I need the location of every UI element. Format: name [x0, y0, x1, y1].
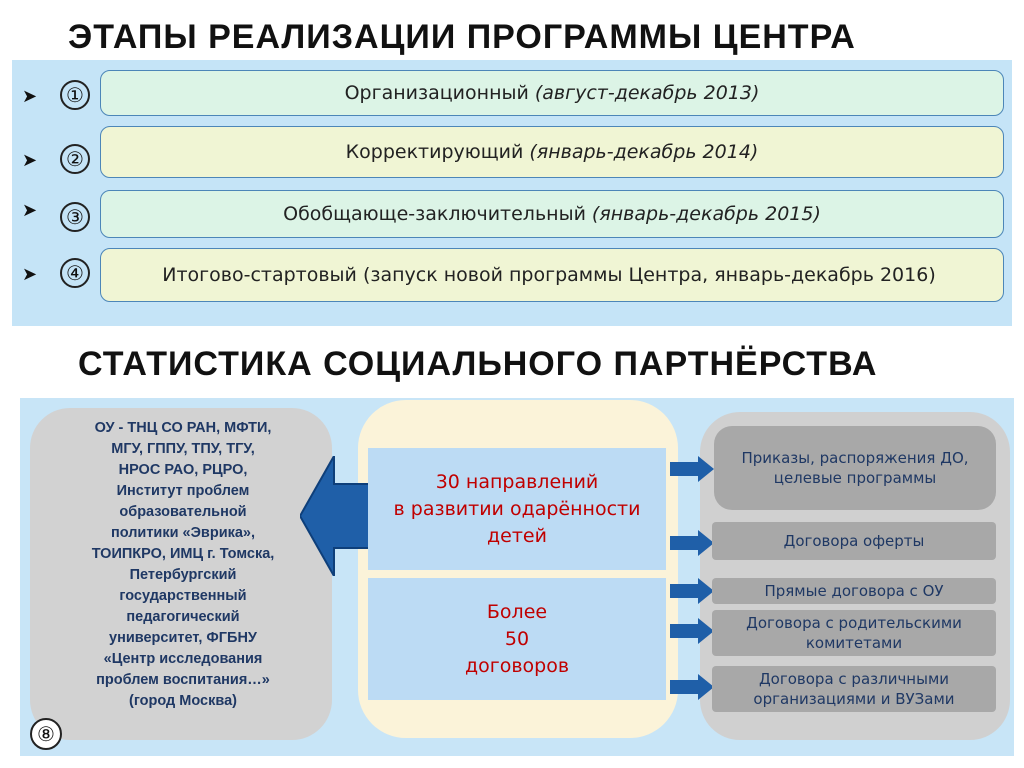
contracts-line: 50 — [504, 627, 530, 650]
stage-box-3: Обобщающе-заключительный(январь-декабрь … — [100, 190, 1004, 238]
orders-box: Приказы, распоряжения ДО, целевые програм… — [714, 426, 996, 510]
direct-contracts-box: Прямые договора с ОУ — [712, 578, 996, 604]
bullet-arrow-icon: ➤ — [22, 264, 38, 285]
partner-line: государственный — [119, 588, 247, 604]
partner-line: проблем воспитания…» — [96, 672, 270, 688]
right-arrow-icon — [670, 674, 714, 700]
stage-number-2: ② — [60, 144, 90, 174]
partner-line: политики «Эврика», — [110, 525, 256, 541]
stages-title: ЭТАПЫ РЕАЛИЗАЦИИ ПРОГРАММЫ ЦЕНТРА — [68, 18, 856, 56]
contracts-line: Более — [486, 600, 548, 623]
stage-number-3: ③ — [60, 202, 90, 232]
parent-committee-contracts-box: Договора с родительскими комитетами — [712, 610, 996, 656]
partner-line: НРОС РАО, РЦРО, — [118, 462, 248, 478]
stage-period: (январь-декабрь 2014) — [529, 141, 759, 163]
stage-box-4: Итогово-стартовый (запуск новой программ… — [100, 248, 1004, 302]
contracts-line: договоров — [464, 654, 570, 677]
contracts-count-box: Более 50 договоров — [368, 578, 666, 700]
org-contracts-line: организациями и ВУЗами — [753, 690, 955, 708]
right-arrow-icon — [670, 618, 714, 644]
stats-title: СТАТИСТИКА СОЦИАЛЬНОГО ПАРТНЁРСТВА — [78, 345, 878, 383]
direct-contracts-label: Прямые договора с ОУ — [764, 582, 944, 600]
bullet-arrow-icon: ➤ — [22, 150, 38, 171]
right-arrow-icon — [670, 530, 714, 556]
page-number: ⑧ — [30, 718, 62, 750]
offer-contracts-box: Договора оферты — [712, 522, 996, 560]
partner-line: МГУ, ГППУ, ТПУ, ТГУ, — [111, 441, 255, 457]
stage-label: Обобщающе-заключительный — [283, 203, 586, 225]
left-arrow-icon — [300, 456, 370, 576]
offer-contracts-label: Договора оферты — [783, 532, 925, 550]
partner-line: Институт проблем — [116, 483, 250, 499]
partner-line: «Центр исследования — [103, 651, 263, 667]
partner-line: педагогический — [126, 609, 240, 625]
stage-label: Корректирующий — [345, 141, 524, 163]
directions-box: 30 направлений в развитии одарённости де… — [368, 448, 666, 570]
directions-line: в развитии одарённости — [393, 497, 641, 520]
stage-number-1: ① — [60, 80, 90, 110]
organization-contracts-box: Договора с различными организациями и ВУЗ… — [712, 666, 996, 712]
stage-label: Итогово-стартовый (запуск новой программ… — [162, 264, 936, 286]
stage-number-4: ④ — [60, 258, 90, 288]
partners-list: ОУ - ТНЦ СО РАН, МФТИ, МГУ, ГППУ, ТПУ, Т… — [40, 418, 326, 712]
right-arrow-icon — [670, 578, 714, 604]
parent-contracts-line: Договора с родительскими — [746, 614, 962, 632]
partner-line: Петербургский — [129, 567, 237, 583]
orders-line: целевые программы — [773, 469, 937, 487]
partners-panel — [30, 408, 332, 740]
partner-line: ТОИПКРО, ИМЦ г. Томска, — [91, 546, 275, 562]
orders-line: Приказы, распоряжения ДО, — [741, 449, 969, 467]
stage-period: (август-декабрь 2013) — [534, 82, 760, 104]
partner-line: образовательной — [119, 504, 247, 520]
stage-label: Организационный — [344, 82, 529, 104]
stage-period: (январь-декабрь 2015) — [591, 203, 821, 225]
partner-line: университет, ФГБНУ — [109, 630, 257, 646]
right-arrow-icon — [670, 456, 714, 482]
org-contracts-line: Договора с различными — [758, 670, 950, 688]
parent-contracts-line: комитетами — [805, 634, 903, 652]
bullet-arrow-icon: ➤ — [22, 200, 38, 221]
partner-line: ОУ - ТНЦ СО РАН, МФТИ, — [94, 420, 272, 436]
stage-box-1: Организационный(август-декабрь 2013) — [100, 70, 1004, 116]
bullet-arrow-icon: ➤ — [22, 86, 38, 107]
stage-box-2: Корректирующий(январь-декабрь 2014) — [100, 126, 1004, 178]
directions-line: 30 направлений — [435, 470, 599, 493]
directions-line: детей — [487, 524, 547, 547]
partner-line: (город Москва) — [129, 693, 237, 709]
